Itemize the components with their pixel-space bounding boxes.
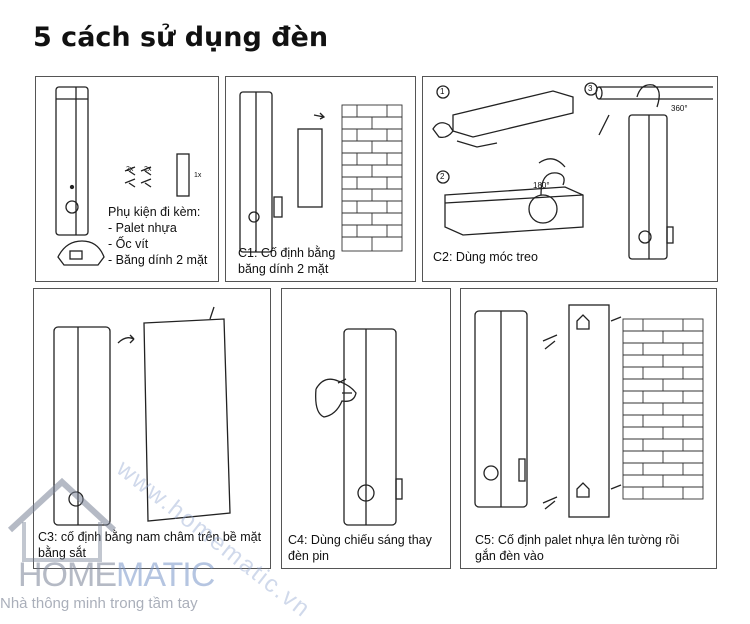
magnet-mount-illustration bbox=[53, 306, 231, 526]
accessory-item: - Palet nhựa bbox=[108, 221, 177, 235]
caption-line: đèn pin bbox=[288, 549, 330, 563]
palet-wall-mount-illustration bbox=[474, 304, 704, 518]
caption-line: C4: Dùng chiếu sáng thay bbox=[288, 533, 432, 547]
c4-caption: C4: Dùng chiếu sáng thay đèn pin bbox=[288, 532, 432, 564]
accessory-item: - Ốc vít bbox=[108, 237, 149, 251]
page-title: 5 cách sử dụng đèn bbox=[33, 22, 329, 53]
caption-line: C5: Cố định palet nhựa lên tường rồi bbox=[475, 533, 680, 547]
c1-caption: C1: Cố định bằng băng dính 2 mặt bbox=[238, 245, 335, 277]
flashlight-use-illustration bbox=[315, 328, 403, 526]
step-3: 3 bbox=[588, 84, 593, 93]
rotation-360-label: 360° bbox=[671, 104, 688, 113]
caption-line: C3: cố định bằng nam châm trên bề mặt bbox=[38, 530, 262, 544]
hook-hanging-illustration bbox=[432, 82, 713, 260]
watermark-slogan: Nhà thông minh trong tầm tay bbox=[0, 595, 198, 612]
step-2: 2 bbox=[440, 172, 445, 181]
c5-caption: C5: Cố định palet nhựa lên tường rồi gắn… bbox=[475, 532, 679, 564]
rotation-180-label: 180° bbox=[533, 181, 550, 190]
step-1: 1 bbox=[440, 87, 445, 96]
accessory-count-screw: 2x bbox=[144, 166, 152, 173]
accessory-count-palet: 2x bbox=[126, 166, 134, 173]
panel-c2: 1 2 3 180° 360° C2: Dùng móc treo bbox=[422, 76, 718, 282]
accessory-count-tape: 1x bbox=[194, 172, 202, 179]
panel-accessories: 2x 2x 1x Phụ kiện đi kèm: - Palet nhựa -… bbox=[35, 76, 219, 282]
panel-c5: C5: Cố định palet nhựa lên tường rồi gắn… bbox=[460, 288, 717, 569]
caption-line: gắn đèn vào bbox=[475, 549, 544, 563]
caption-line: bằng sắt bbox=[38, 546, 86, 560]
accessories-heading: Phụ kiện đi kèm: bbox=[108, 205, 201, 219]
panel-c1: C1: Cố định bằng băng dính 2 mặt bbox=[225, 76, 416, 282]
tape-mount-illustration bbox=[239, 91, 403, 253]
caption-line: C1: Cố định bằng bbox=[238, 246, 336, 260]
lamp-with-accessories-illustration bbox=[55, 86, 190, 266]
c3-caption: C3: cố định bằng nam châm trên bề mặt bằ… bbox=[38, 529, 261, 561]
accessory-item: - Băng dính 2 mặt bbox=[108, 253, 208, 267]
panel-c3: C3: cố định bằng nam châm trên bề mặt bằ… bbox=[33, 288, 271, 569]
caption-line: C2: Dùng móc treo bbox=[433, 250, 538, 264]
accessories-caption: Phụ kiện đi kèm: - Palet nhựa - Ốc vít -… bbox=[108, 204, 207, 268]
panel-c4: C4: Dùng chiếu sáng thay đèn pin bbox=[281, 288, 451, 569]
c2-caption: C2: Dùng móc treo bbox=[433, 249, 538, 265]
caption-line: băng dính 2 mặt bbox=[238, 262, 329, 276]
